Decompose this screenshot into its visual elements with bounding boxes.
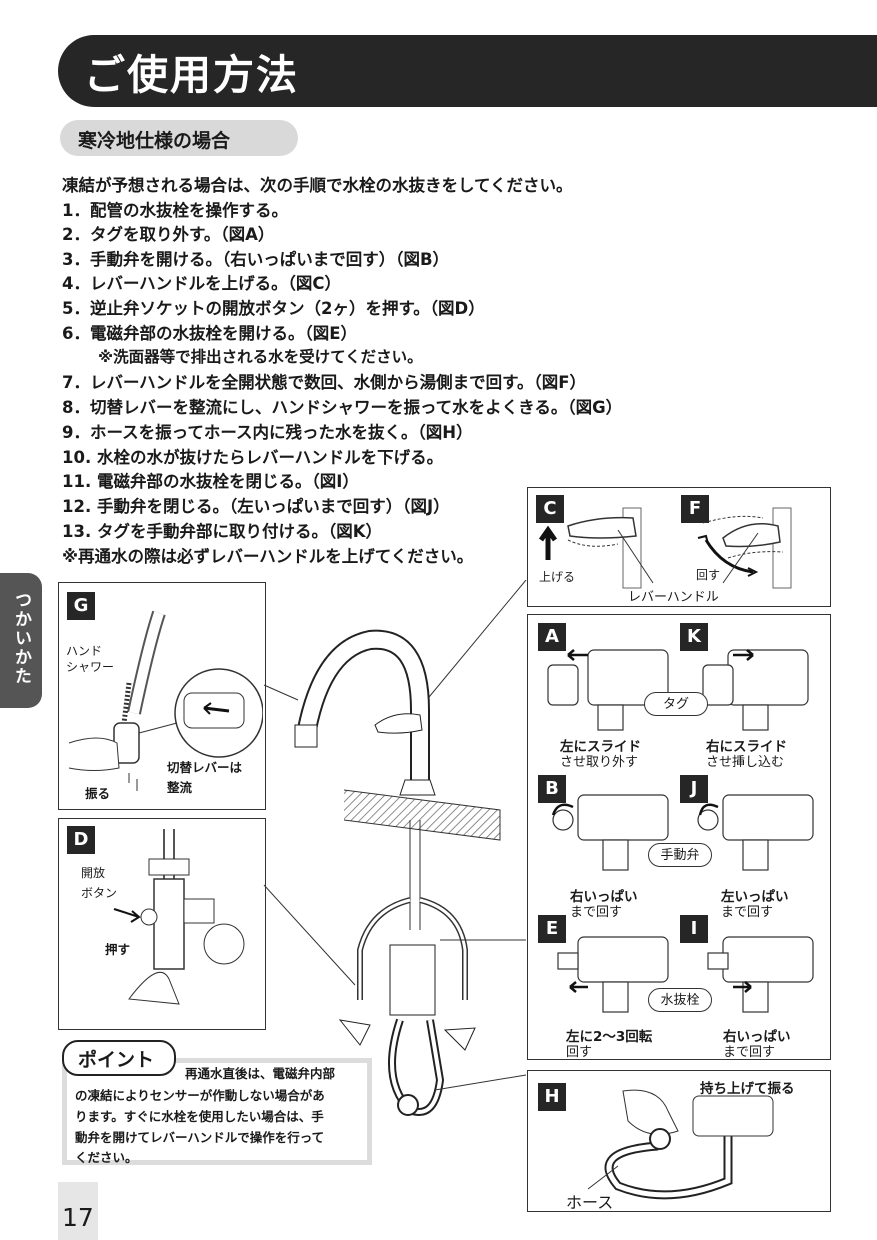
- page-number-tab: [58, 1182, 98, 1240]
- reflow-note: ※再通水の際は必ずレバーハンドルを上げてください。: [62, 547, 474, 566]
- point-label: ポイント: [78, 1049, 155, 1071]
- figure-d-badge: D: [67, 826, 95, 854]
- figure-b-badge: B: [538, 775, 566, 803]
- figure-a-badge: A: [538, 623, 566, 651]
- section-title: 寒冷地仕様の場合: [78, 130, 231, 152]
- figure-a-caption: 左にスライド: [560, 739, 641, 755]
- check-valve-illustration: [113, 829, 245, 1005]
- side-tab-label: つかいかた: [11, 591, 31, 686]
- page-title: ご使用方法: [84, 51, 299, 99]
- figure-b-subcaption: まで回す: [570, 905, 623, 920]
- figure-h-badge: H: [538, 1083, 566, 1111]
- step-7: 7．レバーハンドルを全開状態で数回、水側から湯側まで回す。（図F）: [62, 373, 587, 392]
- step-8: 8．切替レバーを整流にし、ハンドシャワーを振って水をよくきる。（図G）: [62, 398, 623, 417]
- point-badge: ポイント: [62, 1040, 176, 1076]
- switch-lever-label: 切替レバーは 整流: [167, 760, 243, 795]
- point-line-4: ください。: [75, 1150, 138, 1165]
- figure-a-subcaption: させ取り外す: [560, 755, 639, 770]
- step-1: 1．配管の水抜栓を操作する。: [62, 201, 288, 220]
- figure-c-badge: C: [536, 495, 564, 523]
- intro-text: 凍結が予想される場合は、次の手順で水栓の水抜きをしてください。: [62, 176, 573, 195]
- tag-label: タグ: [644, 692, 708, 716]
- step-3: 3．手動弁を開ける。（右いっぱいまで回す）（図B）: [62, 250, 450, 269]
- hand-shower-label: ハンド シャワー: [66, 644, 115, 674]
- step-10: 10. 水栓の水が抜けたらレバーハンドルを下げる。: [62, 448, 444, 467]
- lever-handle-label: レバーハンドル: [628, 590, 719, 605]
- section-heading: 寒冷地仕様の場合: [60, 120, 298, 156]
- side-index-tab: つかいかた: [0, 573, 42, 708]
- figure-valve-panel: A K タグ 左にスライド させ取り外す 右にスライド させ挿し込む B J 手…: [527, 614, 831, 1060]
- faucet-assembly-illustration: [263, 580, 527, 1116]
- figure-j-badge: J: [680, 775, 708, 803]
- figure-d-panel: D 開放 ボタン 押す: [58, 818, 266, 1030]
- figure-c-f-panel: C F 上げる 回す レバーハンドル: [527, 487, 831, 607]
- open-button-label: 開放 ボタン: [81, 866, 118, 900]
- point-line-3: 動弁を開けてレバーハンドルで操作を行って: [75, 1130, 325, 1145]
- manual-valve-label: 手動弁: [648, 843, 712, 867]
- point-line-2: ります。すぐに水栓を使用したい場合は、手: [75, 1109, 324, 1124]
- lift-and-shake-label: 持ち上げて振る: [700, 1081, 795, 1097]
- rotate-label: 回す: [696, 568, 721, 582]
- figure-i-subcaption: まで回す: [723, 1045, 776, 1060]
- step-2: 2．タグを取り外す。（図A）: [62, 225, 275, 244]
- drain-plug-label: 水抜栓: [648, 988, 712, 1012]
- figure-j-caption: 左いっぱい: [721, 889, 789, 905]
- shake-label: 振る: [85, 786, 111, 801]
- step-12: 12. 手動弁を閉じる。（左いっぱいまで回す）（図J）: [62, 497, 450, 516]
- page-number: 17: [62, 1203, 94, 1232]
- page-title-bar: ご使用方法: [58, 35, 877, 107]
- hose-label: ホース: [566, 1193, 614, 1212]
- raise-label: 上げる: [539, 570, 576, 584]
- figure-g-badge: G: [67, 592, 95, 620]
- figure-e-badge: E: [538, 915, 566, 943]
- push-label: 押す: [105, 942, 131, 957]
- step-13: 13. タグを手動弁部に取り付ける。（図K）: [62, 522, 383, 541]
- figure-i-badge: I: [680, 915, 708, 943]
- point-line-1: の凍結によりセンサーが作動しない場合があ: [75, 1088, 325, 1103]
- step-11: 11. 電磁弁部の水抜栓を閉じる。（図I）: [62, 472, 359, 491]
- figure-g-panel: G ハンド シャワー 切替レバーは 整流 振る: [58, 582, 266, 810]
- figure-k-badge: K: [680, 623, 708, 651]
- figure-e-caption: 左に2～3回転: [566, 1029, 653, 1045]
- hose-illustration: [587, 1089, 774, 1200]
- step-6: 6．電磁弁部の水抜栓を開ける。（図E）: [62, 324, 358, 343]
- figure-j-subcaption: まで回す: [721, 905, 774, 920]
- step-5: 5．逆止弁ソケットの開放ボタン（2ヶ）を押す。（図D）: [62, 299, 485, 318]
- figure-b-caption: 右いっぱい: [570, 889, 638, 905]
- figure-e-subcaption: 回す: [566, 1045, 593, 1060]
- figure-i-caption: 右いっぱい: [723, 1029, 791, 1045]
- figure-f-badge: F: [681, 495, 709, 523]
- step-4: 4．レバーハンドルを上げる。（図C）: [62, 274, 342, 293]
- figure-k-subcaption: させ挿し込む: [706, 755, 785, 770]
- point-lead: 再通水直後は、電磁弁内部: [185, 1066, 336, 1081]
- figure-h-panel: H 持ち上げて振る ホース: [527, 1070, 831, 1212]
- step-9: 9．ホースを振ってホース内に残った水を抜く。（図H）: [62, 423, 473, 442]
- lever-illustration: [538, 507, 792, 589]
- hand-shower-illustration: [68, 610, 263, 791]
- valve-illustrations: [547, 649, 814, 1013]
- figure-k-caption: 右にスライド: [706, 739, 787, 755]
- step-6-note: ※洗面器等で排出される水を受けてください。: [98, 348, 423, 366]
